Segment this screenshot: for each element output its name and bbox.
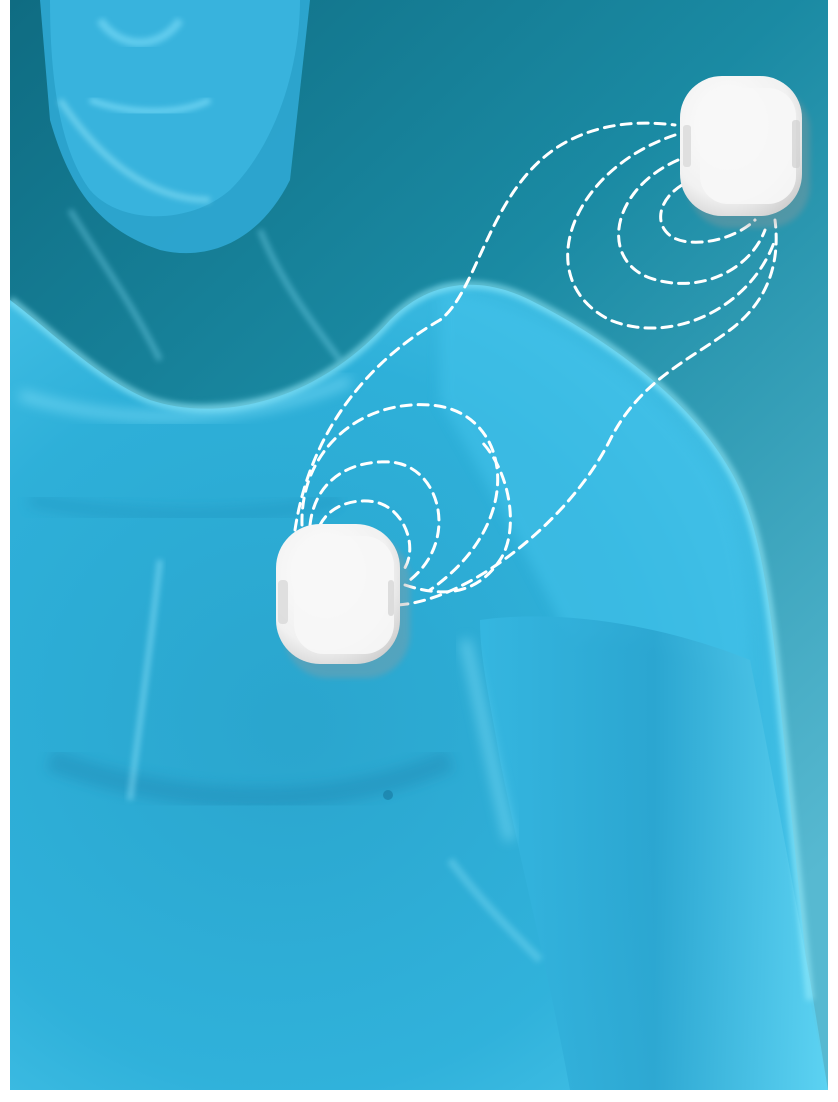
medical-illustration bbox=[10, 0, 828, 1090]
sensor-device-chest bbox=[276, 524, 410, 678]
sensor-device-shoulder bbox=[680, 76, 810, 228]
